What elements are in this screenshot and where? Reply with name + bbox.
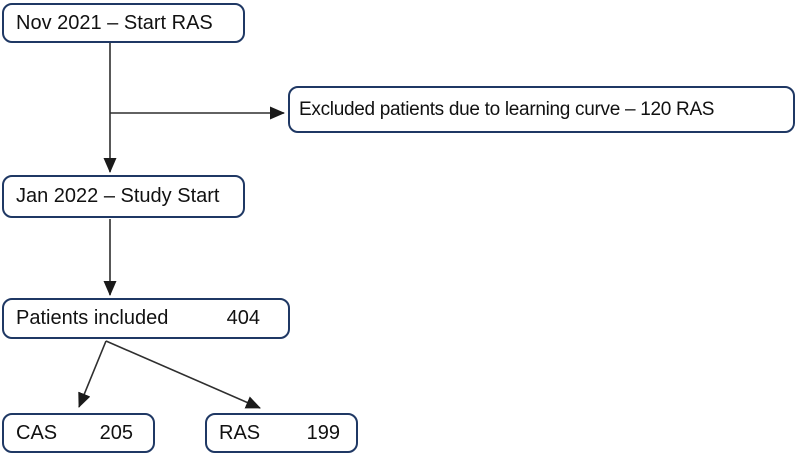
node-patients-included: Patients included 404 xyxy=(2,298,290,339)
node-patients-included-count: 404 xyxy=(226,307,260,329)
node-excluded-patients-label: Excluded patients due to learning curve … xyxy=(299,98,715,120)
node-ras: RAS 199 xyxy=(205,413,358,453)
node-patients-included-label: Patients included xyxy=(16,307,169,329)
node-study-start: Jan 2022 – Study Start xyxy=(2,175,245,218)
node-start-ras: Nov 2021 – Start RAS xyxy=(2,3,245,43)
node-study-start-label: Jan 2022 – Study Start xyxy=(16,185,220,207)
node-start-ras-label: Nov 2021 – Start RAS xyxy=(16,11,213,34)
node-ras-count: 199 xyxy=(306,421,340,444)
node-cas-label: CAS xyxy=(16,421,58,444)
node-cas-count: 205 xyxy=(99,421,133,444)
node-cas: CAS 205 xyxy=(2,413,155,453)
node-excluded-patients: Excluded patients due to learning curve … xyxy=(288,86,795,133)
arrow-included-to-cas xyxy=(78,340,107,408)
node-ras-label: RAS xyxy=(219,421,261,444)
arrow-included-to-ras xyxy=(105,340,261,409)
